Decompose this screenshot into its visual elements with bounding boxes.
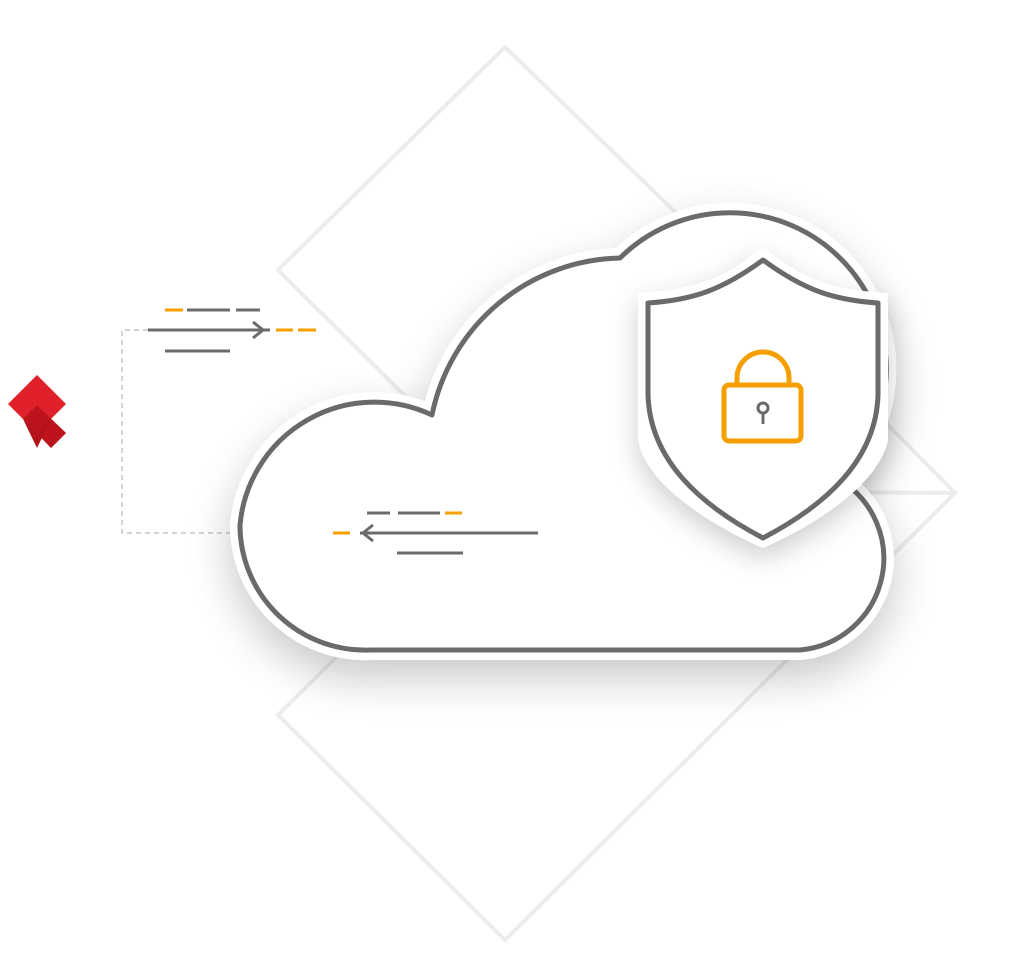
incoming-data-lines — [333, 511, 538, 555]
arrow-right-icon — [252, 320, 266, 340]
outgoing-data-lines — [148, 308, 316, 353]
connector-lines — [121, 329, 330, 534]
dashed-connector — [121, 329, 330, 534]
brand-logo-icon — [8, 375, 66, 448]
padlock-icon — [721, 349, 804, 444]
